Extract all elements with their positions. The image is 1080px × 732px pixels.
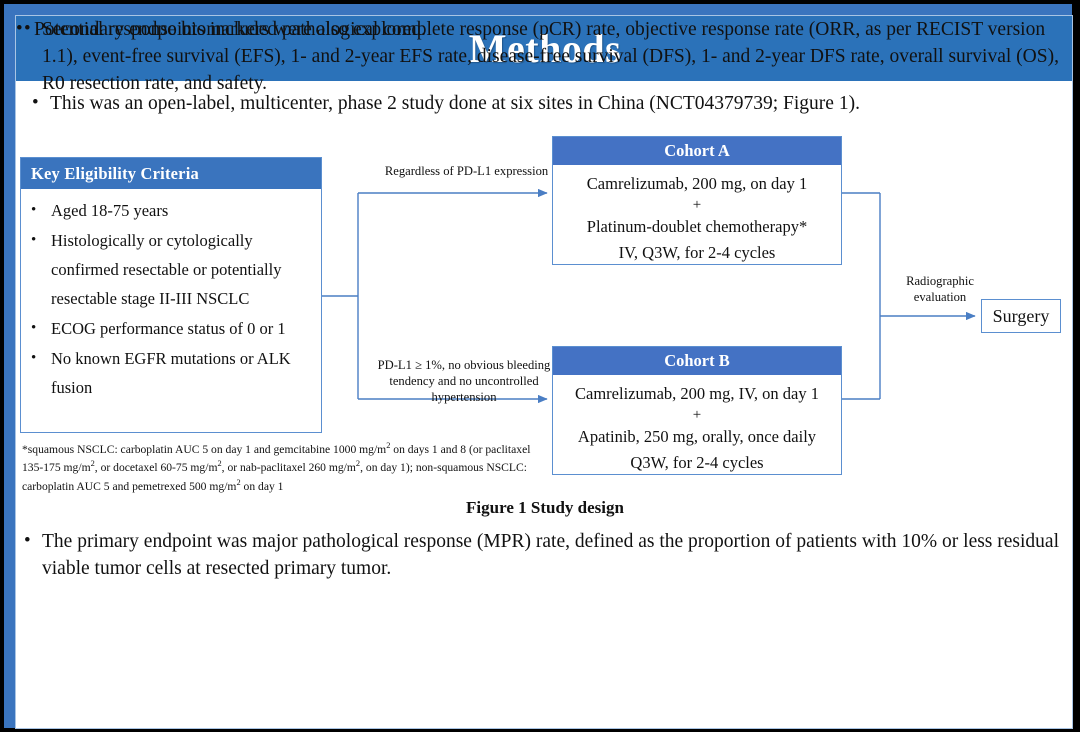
label-radiographic-evaluation: Radiographic evaluation bbox=[906, 274, 974, 304]
surgery-box: Surgery bbox=[981, 299, 1061, 333]
endpoint-bullet-row: • Potential response biomarkers were als… bbox=[16, 16, 426, 43]
bullet-marker-icon: • bbox=[24, 18, 31, 39]
cohort-b-line2: Apatinib, 250 mg, orally, once daily bbox=[577, 427, 817, 446]
page-title: Methods bbox=[468, 26, 622, 71]
figure-caption: Figure 1 Study design bbox=[466, 498, 624, 517]
endpoint-bullet-row: • The primary endpoint was major patholo… bbox=[24, 528, 1064, 582]
bullet-marker-icon: • bbox=[31, 232, 37, 248]
cohort-a-body: Camrelizumab, 200 mg, on day 1 + Platinu… bbox=[553, 165, 841, 275]
eligibility-criteria-box: Key Eligibility Criteria • Aged 18-75 ye… bbox=[20, 157, 322, 433]
slide-content-area: Methods • This was an open-label, multic… bbox=[15, 15, 1073, 729]
label-bottom-arm: PD-L1 ≥ 1%, no obvious bleeding tendency… bbox=[377, 358, 551, 404]
endpoint-bullet-text: Secondary endpoints included pathologica… bbox=[42, 19, 1059, 94]
eligibility-item-text: Aged 18-75 years bbox=[51, 201, 169, 220]
list-item: • ECOG performance status of 0 or 1 bbox=[27, 314, 313, 343]
cohort-a-line1: Camrelizumab, 200 mg, on day 1 bbox=[586, 174, 808, 193]
bullet-marker-icon: • bbox=[32, 92, 39, 113]
bullet-marker-icon: • bbox=[16, 18, 23, 39]
eligibility-item-text: ECOG performance status of 0 or 1 bbox=[51, 319, 286, 338]
eligibility-item-text: Histologically or cytologically confirme… bbox=[51, 231, 282, 308]
bullet-marker-icon: • bbox=[31, 350, 37, 366]
eligibility-item-text: No known EGFR mutations or ALK fusion bbox=[51, 349, 291, 397]
slide-frame-border: Methods • This was an open-label, multic… bbox=[4, 4, 1073, 729]
label-top-arm: Regardless of PD-L1 expression bbox=[384, 164, 549, 178]
cohort-b-box: Cohort B Camrelizumab, 200 mg, IV, on da… bbox=[552, 346, 842, 475]
bullet-marker-icon: • bbox=[31, 320, 37, 336]
slide-title-banner: Methods bbox=[16, 16, 1072, 81]
eligibility-list: • Aged 18-75 years • Histologically or c… bbox=[21, 189, 321, 402]
cohort-b-body: Camrelizumab, 200 mg, IV, on day 1 + Apa… bbox=[553, 375, 841, 485]
cohort-b-plus: + bbox=[692, 407, 702, 423]
bullet-marker-icon: • bbox=[24, 530, 31, 551]
intro-bullet-row: • This was an open-label, multicenter, p… bbox=[32, 90, 1062, 117]
cohort-b-header: Cohort B bbox=[553, 347, 841, 375]
cohort-a-box: Cohort A Camrelizumab, 200 mg, on day 1 … bbox=[552, 136, 842, 265]
intro-bullet-text: This was an open-label, multicenter, pha… bbox=[50, 93, 860, 114]
endpoint-bullet-text: Potential response biomarkers were also … bbox=[34, 19, 427, 40]
cohort-a-plus: + bbox=[692, 197, 702, 213]
cohort-b-line1: Camrelizumab, 200 mg, IV, on day 1 bbox=[575, 384, 819, 403]
endpoint-bullet-text: The primary endpoint was major pathologi… bbox=[42, 531, 1059, 579]
figure-footnote: *squamous NSCLC: carboplatin AUC 5 on da… bbox=[22, 441, 531, 493]
study-design-figure: Key Eligibility Criteria • Aged 18-75 ye… bbox=[16, 121, 1072, 511]
bullet-marker-icon: • bbox=[31, 202, 37, 218]
endpoint-bullet-row: • Secondary endpoints included pathologi… bbox=[24, 16, 1072, 97]
eligibility-header: Key Eligibility Criteria bbox=[21, 158, 321, 189]
list-item: • Aged 18-75 years bbox=[27, 196, 313, 225]
list-item: • No known EGFR mutations or ALK fusion bbox=[27, 344, 313, 402]
cohort-a-header: Cohort A bbox=[553, 137, 841, 165]
list-item: • Histologically or cytologically confir… bbox=[27, 226, 313, 313]
cohort-b-line3: Q3W, for 2-4 cycles bbox=[630, 453, 764, 472]
cohort-a-line2: Platinum-doublet chemotherapy* bbox=[586, 217, 808, 236]
cohort-a-line3: IV, Q3W, for 2-4 cycles bbox=[618, 243, 776, 262]
